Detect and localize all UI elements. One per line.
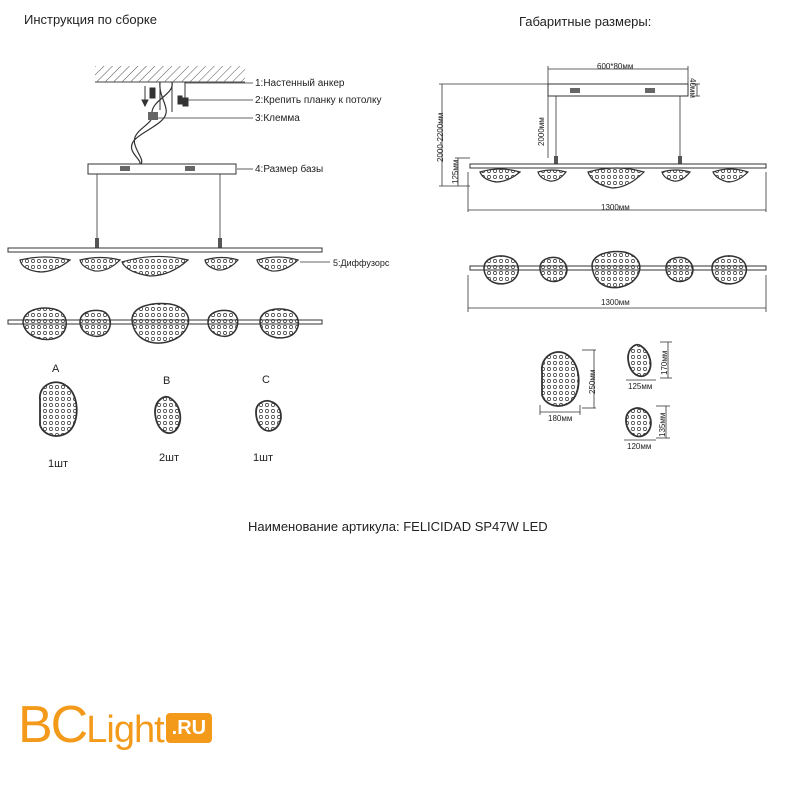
step-base-size-label: 4:Размер базы xyxy=(255,164,324,175)
dim-diffuser-c xyxy=(625,407,652,438)
diffuser-part-c xyxy=(255,399,282,432)
bclight-logo: BCLight.RU xyxy=(18,692,213,758)
part-b-qty: 2шт xyxy=(159,452,179,464)
ceiling xyxy=(95,66,245,83)
base-canopy xyxy=(87,163,237,175)
step-mount-plate-label: 2:Крепить планку к потолку xyxy=(255,95,382,106)
dim-bar-side xyxy=(469,163,767,169)
side-diffusers xyxy=(19,255,300,277)
dim-diffuser-b xyxy=(627,343,652,378)
diffuser-part-a xyxy=(39,381,78,437)
top-diffusers xyxy=(22,302,300,344)
side-length-dim: 1300мм xyxy=(601,203,630,212)
dimensions-title: Габаритные размеры: xyxy=(519,14,652,29)
dim-side-diffusers xyxy=(479,167,750,189)
step-terminal-label: 3:Клемма xyxy=(255,113,300,124)
dim-canopy xyxy=(547,83,689,97)
step-diffuser-label: 5:Диффузорс xyxy=(333,258,390,268)
lamp-bar-side xyxy=(7,247,323,253)
part-c-letter: C xyxy=(262,374,270,386)
leader-lines xyxy=(158,82,330,263)
diffuser-part-b xyxy=(154,395,182,434)
part-a-letter: A xyxy=(52,363,60,375)
step-wall-anchor-label: 1:Настенный анкер xyxy=(255,78,345,89)
dim-top-diffusers xyxy=(483,250,748,289)
diffuser-b-width-dim: 125мм xyxy=(628,382,653,391)
logo-light: Light xyxy=(86,709,164,751)
logo-ru: .RU xyxy=(165,713,213,743)
diffuser-a-width-dim: 180мм xyxy=(548,414,573,423)
dim-diffuser-a xyxy=(541,351,580,407)
assembly-title: Инструкция по сборке xyxy=(24,12,157,27)
part-c-qty: 1шт xyxy=(253,452,273,464)
terminal-block xyxy=(148,112,158,120)
part-b-letter: B xyxy=(163,375,171,387)
anchor-screws xyxy=(141,82,189,112)
base-size-dim: 600*80мм xyxy=(597,62,634,71)
article-name: Наименование артикула: FELICIDAD SP47W L… xyxy=(248,519,548,534)
logo-bc: BC xyxy=(18,696,88,754)
top-length-dim: 1300мм xyxy=(601,298,630,307)
part-a-qty: 1шт xyxy=(48,458,68,470)
diffuser-c-width-dim: 120мм xyxy=(627,442,652,451)
dimension-lines xyxy=(439,66,767,441)
